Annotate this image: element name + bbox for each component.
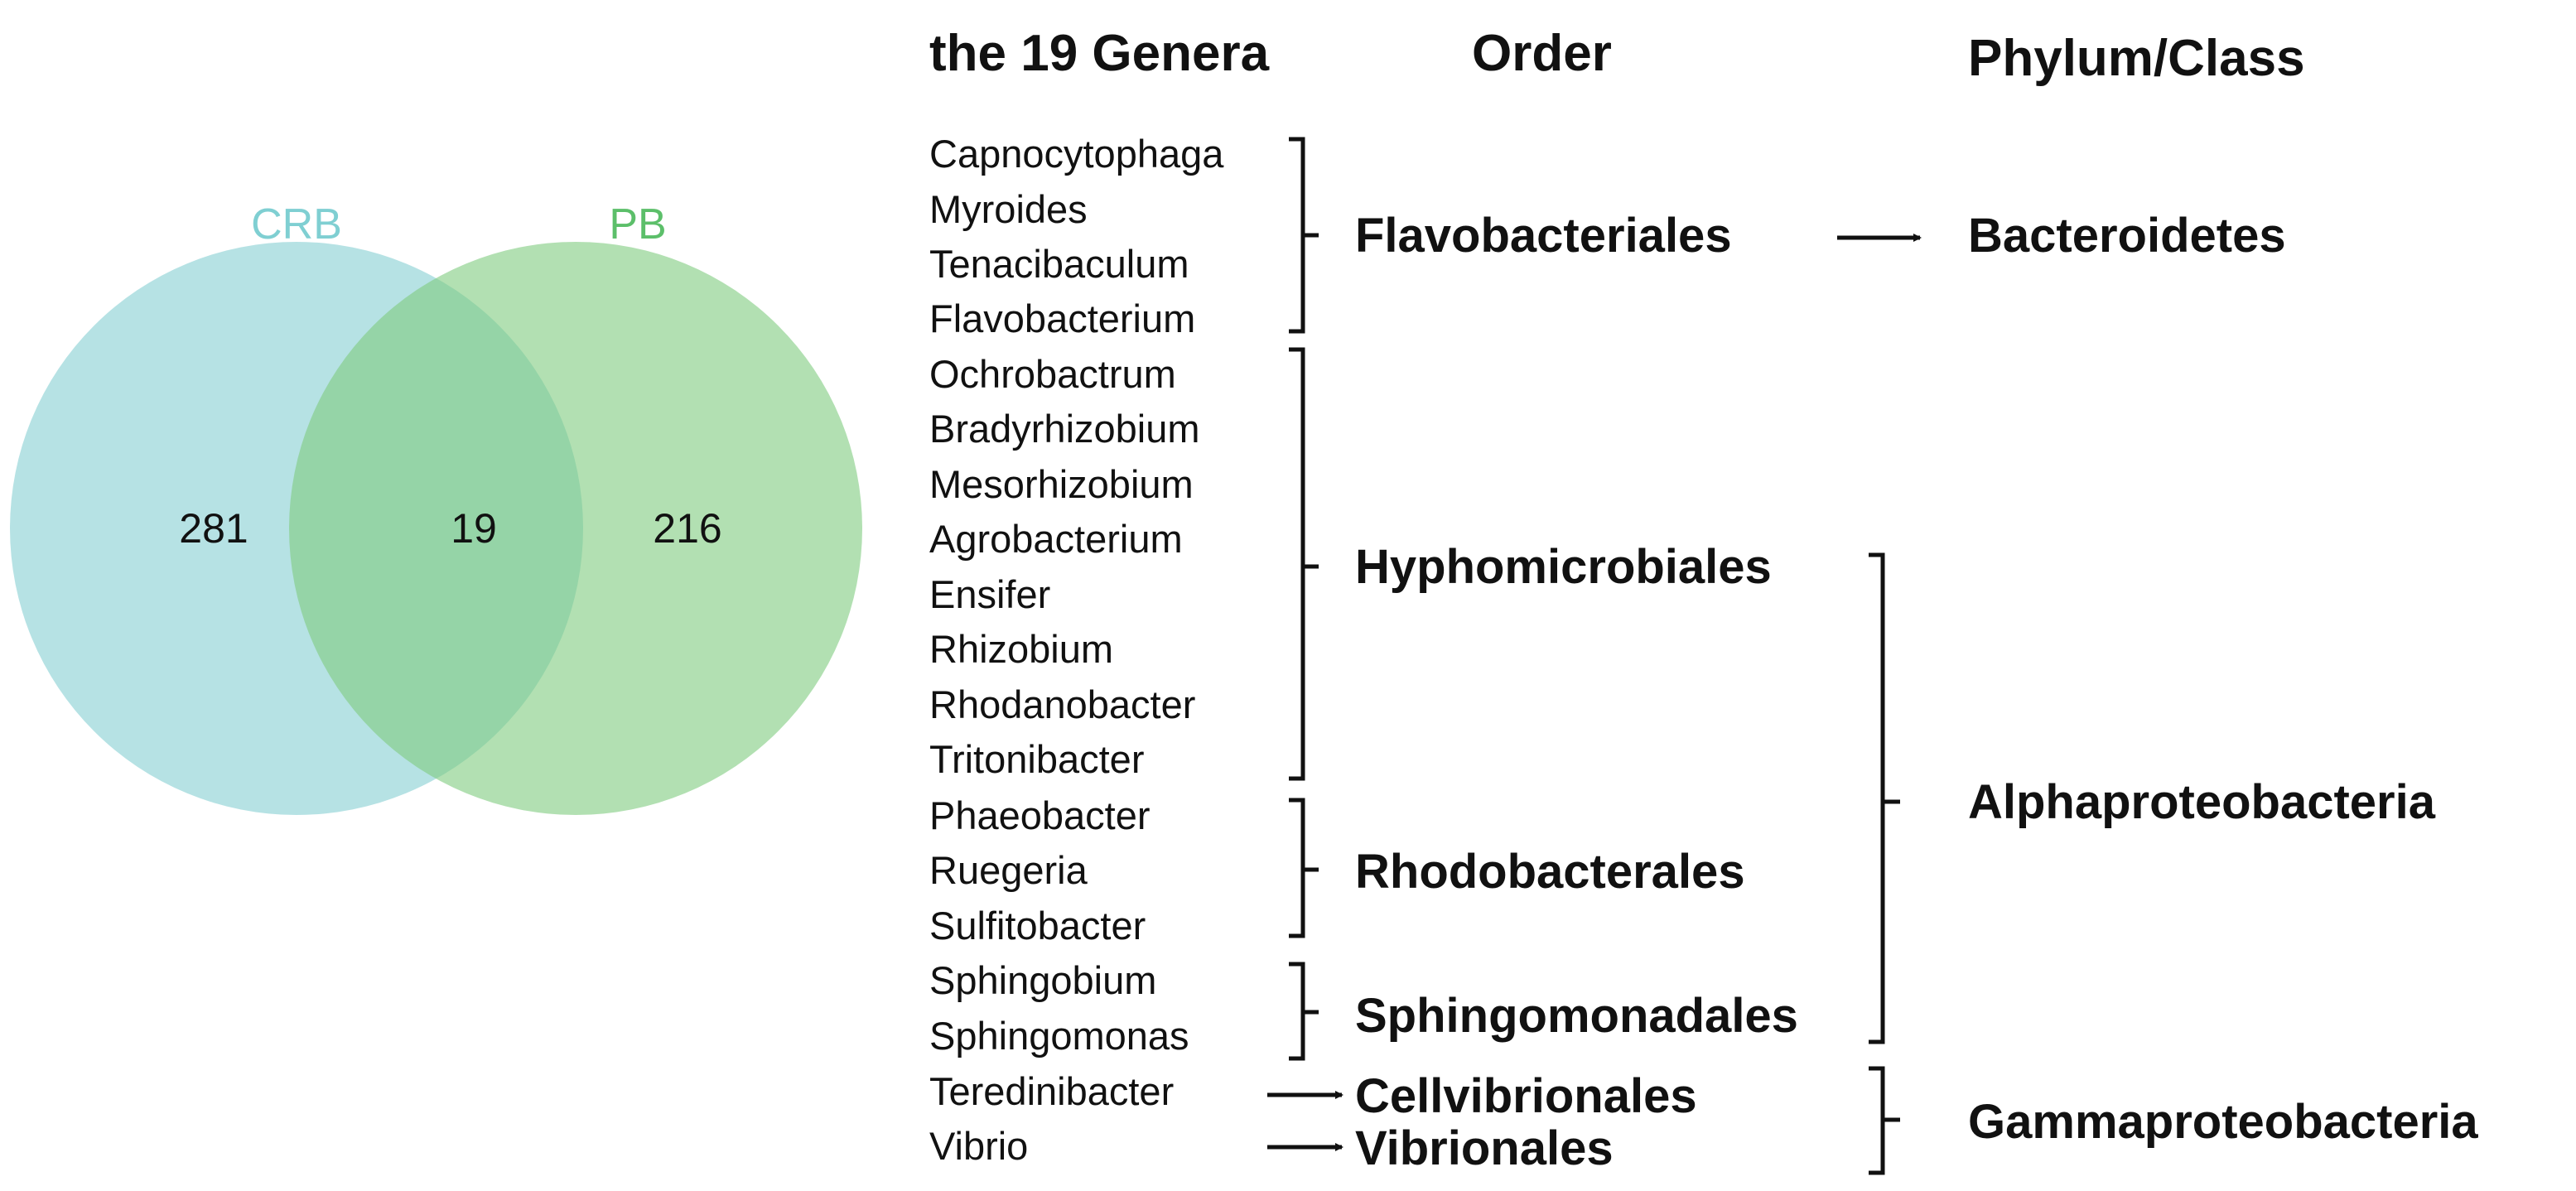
class-gammaproteobacteria: Gammaproteobacteria — [1968, 1095, 2478, 1149]
bracket-gammaproteobacteria — [1869, 1066, 1900, 1175]
genus-tenacibaculum: Tenacibaculum — [929, 242, 1189, 286]
bracket-flavobacteriales — [1289, 137, 1319, 334]
genus-teredinibacter: Teredinibacter — [929, 1069, 1175, 1113]
genus-sphingobium: Sphingobium — [929, 958, 1157, 1002]
venn-circle-pb — [289, 242, 862, 815]
venn-label-pb: PB — [609, 200, 666, 248]
genus-rhizobium: Rhizobium — [929, 627, 1114, 671]
venn-count-overlap: 19 — [451, 505, 497, 552]
order-rhodobacterales: Rhodobacterales — [1355, 845, 1745, 899]
genus-flavobacterium: Flavobacterium — [929, 297, 1196, 340]
header-phylum: Phylum/Class — [1968, 30, 2305, 87]
genus-rhodanobacter: Rhodanobacter — [929, 682, 1196, 726]
bracket-rhodobacterales — [1289, 798, 1319, 938]
order-sphingomonadales: Sphingomonadales — [1355, 989, 1798, 1043]
genus-sulfitobacter: Sulfitobacter — [929, 904, 1146, 947]
genus-vibrio: Vibrio — [929, 1124, 1029, 1168]
order-vibrionales: Vibrionales — [1355, 1121, 1614, 1175]
genus-agrobacterium: Agrobacterium — [929, 517, 1183, 561]
bracket-alphaproteobacteria — [1869, 552, 1900, 1044]
genus-mesorhizobium: Mesorhizobium — [929, 462, 1194, 506]
genus-sphingomonas: Sphingomonas — [929, 1014, 1189, 1058]
venn-count-pb-only: 216 — [653, 505, 721, 552]
venn-label-crb: CRB — [251, 200, 342, 248]
order-hyphomicrobiales: Hyphomicrobiales — [1355, 540, 1772, 594]
genus-capnocytophaga: Capnocytophaga — [929, 132, 1224, 176]
genus-bradyrhizobium: Bradyrhizobium — [929, 407, 1200, 451]
bracket-sphingomonadales — [1289, 962, 1319, 1061]
header-order: Order — [1472, 25, 1612, 82]
phylum-bacteroidetes: Bacteroidetes — [1968, 209, 2286, 263]
class-alphaproteobacteria: Alphaproteobacteria — [1968, 775, 2435, 829]
genus-myroides: Myroides — [929, 187, 1088, 231]
genus-ruegeria: Ruegeria — [929, 848, 1088, 892]
genus-phaeobacter: Phaeobacter — [929, 793, 1151, 837]
genus-ensifer: Ensifer — [929, 572, 1051, 616]
venn-diagram: CRB PB 281 19 216 — [10, 200, 862, 815]
genus-ochrobactrum: Ochrobactrum — [929, 352, 1176, 396]
order-flavobacteriales: Flavobacteriales — [1355, 209, 1732, 263]
bracket-hyphomicrobiales — [1289, 347, 1319, 781]
header-genera: the 19 Genera — [929, 25, 1270, 82]
genus-tritonibacter: Tritonibacter — [929, 737, 1145, 781]
venn-count-crb-only: 281 — [179, 505, 248, 552]
order-cellvibrionales: Cellvibrionales — [1355, 1069, 1697, 1123]
